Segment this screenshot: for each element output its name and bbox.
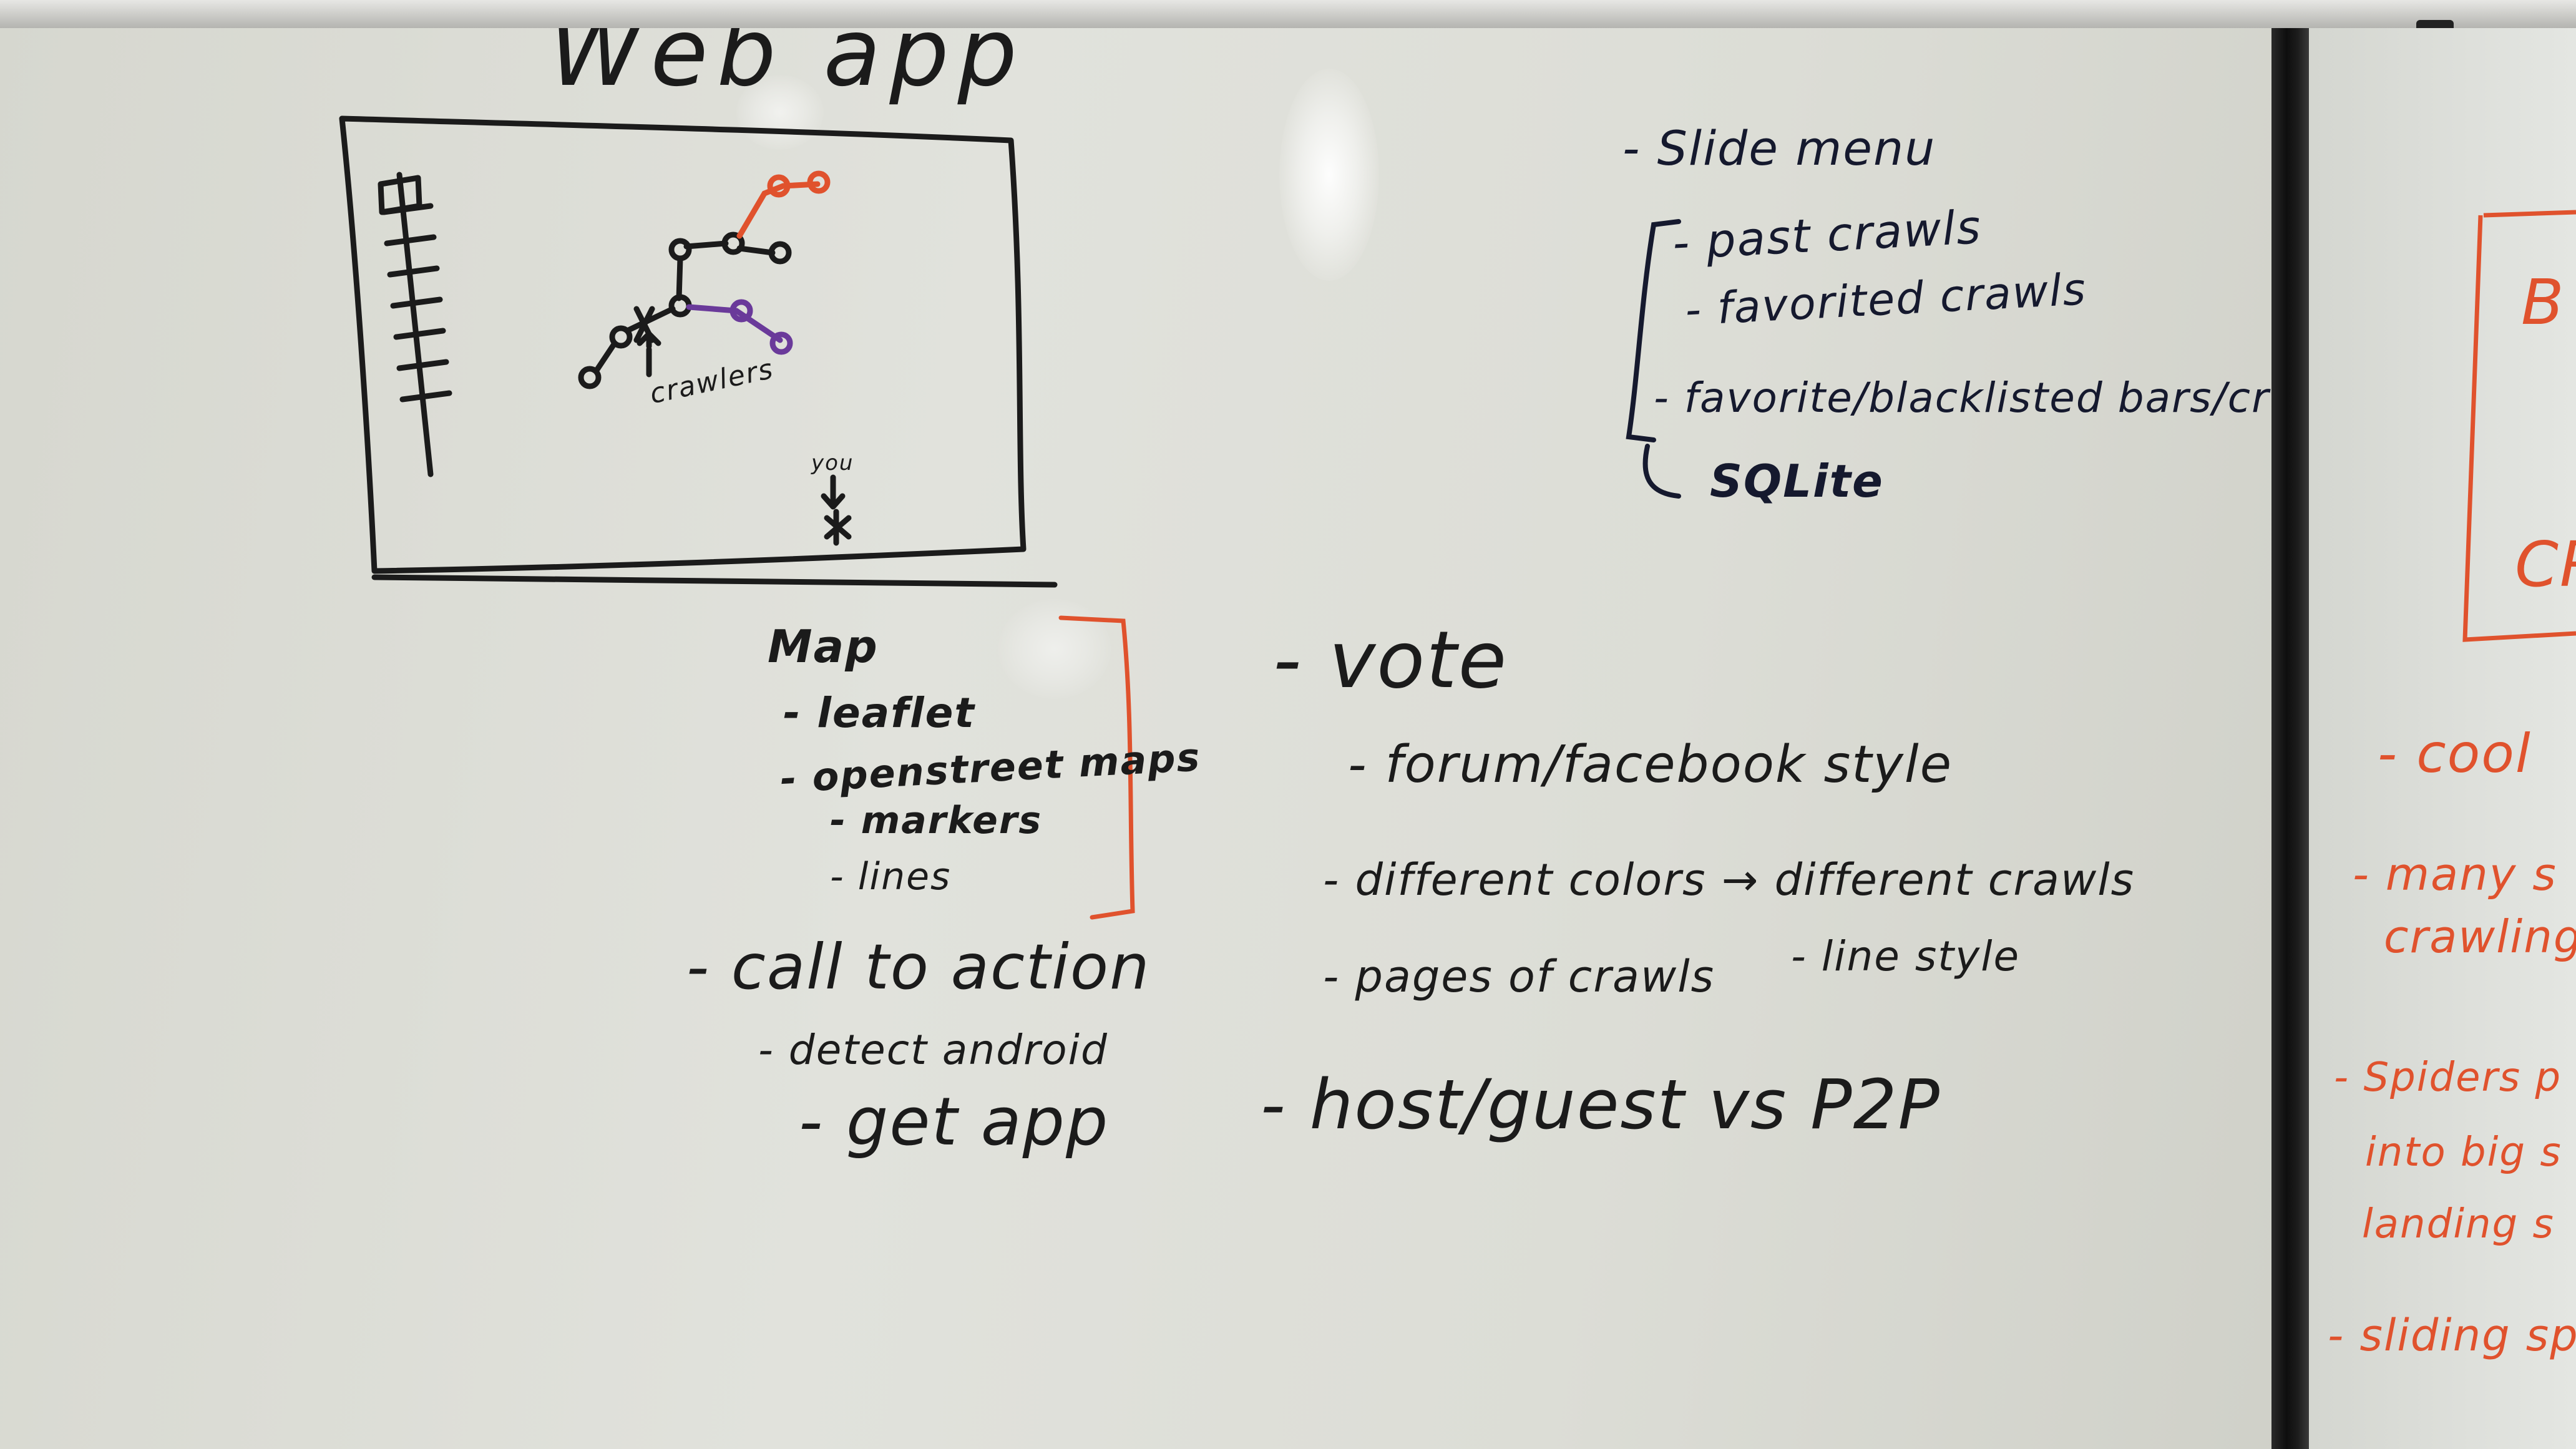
vote-heading: - vote <box>1273 614 1508 706</box>
you-label: you <box>811 451 854 476</box>
light-glare <box>1279 69 1379 281</box>
note-favorite-blacklisted: - favorite/blacklisted bars/crawls <box>1654 374 2309 422</box>
map-lines: - lines <box>830 855 952 899</box>
map-heading: Map <box>768 620 879 673</box>
zoom-scale <box>396 172 434 477</box>
crawl-line-orange <box>736 181 821 239</box>
right-note-spiders-1: - Spiders p <box>2334 1055 2562 1101</box>
whiteboard: Web app <box>0 0 2309 1449</box>
light-glare <box>998 599 1111 699</box>
note-sqlite: SQLite <box>1710 455 1884 507</box>
cta-detect-android: - detect android <box>758 1026 1108 1074</box>
right-whiteboard: B CR - cool - many s crawling - Spiders … <box>2309 28 2576 1449</box>
vote-line-style: - line style <box>1791 932 2021 980</box>
vote-different-colors: - different colors → different crawls <box>1323 854 2135 905</box>
marker-tray <box>0 0 2576 28</box>
note-slide-menu: - Slide menu <box>1622 120 1936 176</box>
vote-forum-style: - forum/facebook style <box>1348 735 1953 794</box>
map-markers: - markers <box>830 799 1043 842</box>
map-leaflet: - leaflet <box>783 689 975 737</box>
wireframe-bottom-line <box>371 574 1058 588</box>
right-box-letters-cr: CR <box>2515 528 2576 601</box>
notes-bracket <box>1626 219 1681 442</box>
board-divider <box>2271 0 2309 1449</box>
map-bracket <box>1058 615 1135 920</box>
right-note-many-1: - many s <box>2353 848 2557 900</box>
cta-heading: - call to action <box>686 930 1151 1003</box>
right-box-letter-b: B <box>2521 266 2565 339</box>
right-note-spiders-3: landing s <box>2362 1201 2555 1247</box>
cta-get-app: - get app <box>799 1083 1110 1160</box>
light-glare <box>736 75 824 150</box>
vote-host-guest: - host/guest vs P2P <box>1261 1065 1941 1144</box>
wireframe-sketch <box>339 115 1681 920</box>
right-note-cool: - cool <box>2378 723 2532 785</box>
wireframe-frame <box>339 115 1027 574</box>
vote-pages-of-crawls: - pages of crawls <box>1323 951 1715 1002</box>
crawl-line-purple <box>686 304 783 343</box>
right-note-spiders-2: into big s <box>2365 1129 2562 1176</box>
right-note-many-2: crawling <box>2384 910 2576 963</box>
right-note-sliding: - sliding sp <box>2328 1310 2576 1361</box>
right-box-sketch <box>2462 210 2576 642</box>
